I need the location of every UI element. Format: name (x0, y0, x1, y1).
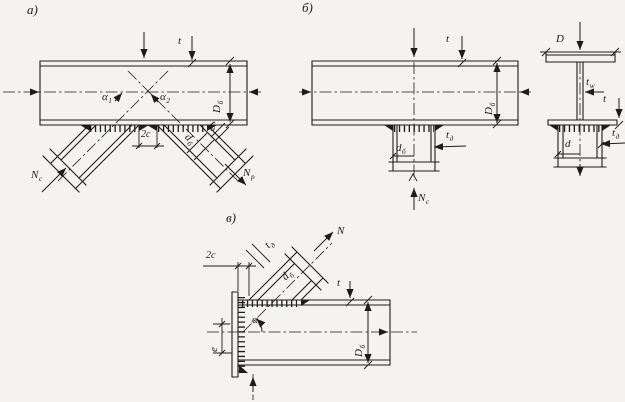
fig-b-td-leader (433, 143, 467, 151)
fig-v-dims (203, 262, 373, 370)
fig-a-label-alpha1: α1 (102, 91, 113, 105)
fig-a-alpha2-leader (150, 93, 160, 104)
fig-a-linework (3, 32, 262, 193)
fig-a-alpha1-leader (113, 92, 123, 103)
fig-a-label-2c: 2c (141, 129, 151, 140)
section-label-t: t (603, 93, 607, 105)
fig-v-diagonal-dim-ticks (245, 243, 271, 269)
fig-a-label-Nc: Nс (31, 169, 43, 183)
fig-v-label-e: e (208, 347, 220, 352)
fig-b-section-linework (540, 22, 625, 176)
fig-a-label-Np: Nр (243, 167, 255, 181)
section-dims (540, 47, 624, 158)
fig-b-linework (299, 28, 531, 210)
fig-a-force-np-arrow (224, 163, 247, 186)
fig-v-label-N: N (337, 225, 345, 237)
fig-b-dims (389, 56, 502, 160)
fig-b-axis-break (408, 173, 418, 182)
fig-a-label-alpha2: α2 (160, 91, 171, 105)
fig-a-right-brace (156, 124, 254, 193)
section-label-td: tд (612, 127, 620, 141)
fig-v-label-2c: 2c (206, 250, 216, 261)
fig-a-chord (39, 60, 248, 126)
section-i-beam (545, 51, 618, 126)
fig-a-label-Db: Dб (211, 100, 225, 113)
fig-b-label-Nc: Nс (418, 192, 430, 206)
fig-v-alpha-arc (256, 318, 266, 333)
fig-v-label-t: t (337, 277, 341, 289)
section-label-D: D (556, 33, 564, 45)
fig-v-tag: в) (226, 210, 236, 225)
fig-b-label-td: tд (446, 129, 454, 143)
fig-a-label-t: t (178, 35, 182, 47)
fig-b-label-t: t (446, 33, 450, 45)
fig-a-left-brace (42, 124, 140, 193)
fig-v-diagonal (248, 246, 329, 301)
fig-a-brace-dim-ticks (186, 122, 230, 161)
fig-v-linework (203, 231, 417, 400)
fig-v-label-Db: Dб (353, 344, 367, 357)
section-label-d: d (565, 138, 571, 150)
fig-b-label-Db: Dб (483, 102, 497, 115)
fig-v-end-plate (231, 291, 239, 378)
fig-v-label-alpha: α (252, 314, 258, 326)
fig-b-weld-fillets (384, 125, 444, 131)
fig-v-diagonal-axis (242, 242, 333, 333)
fig-b-label-db: dб (396, 142, 406, 156)
fig-v-chord (237, 299, 391, 366)
fig-a-tag: а) (27, 2, 38, 17)
fig-v-weld-fillets (239, 300, 310, 373)
fig-a-dims (132, 56, 235, 150)
section-label-tw: tw (586, 76, 595, 90)
fig-a-force-nc-arrow (41, 167, 67, 193)
fig-b-tag: б) (302, 0, 313, 15)
section-weld-fillets (549, 125, 611, 131)
fig-b-chord (311, 60, 519, 126)
fig-v-force-n-arrow (313, 231, 334, 252)
section-td-leader (600, 140, 625, 148)
